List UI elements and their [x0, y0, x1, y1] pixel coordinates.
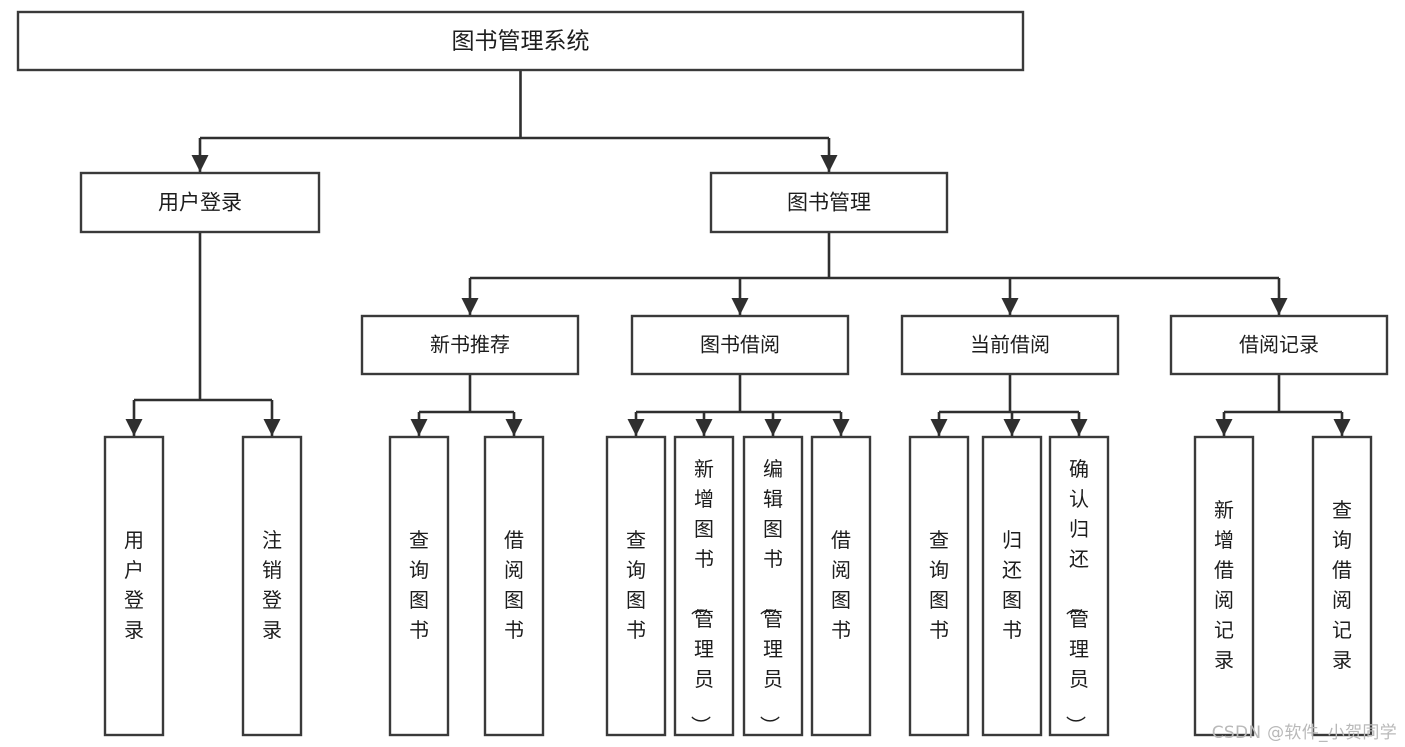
arrow-to-leaf-user-login — [125, 419, 143, 436]
node-new-book-recommend[interactable]: 新书推荐 — [360, 314, 580, 376]
node-root[interactable]: 图书管理系统 — [16, 10, 1025, 72]
node-book-manage[interactable]: 图书管理 — [709, 171, 949, 234]
node-box — [103, 435, 165, 737]
node-label: 查询图书 — [626, 528, 646, 642]
node-leaf-add-book[interactable]: 新增图书（管理员） — [673, 435, 735, 737]
node-label: 新增借阅记录 — [1214, 498, 1234, 672]
node-leaf-edit-book[interactable]: 编辑图书（管理员） — [742, 435, 804, 737]
node-box — [79, 171, 321, 234]
node-leaf-borrow-book-recommend[interactable]: 借阅图书 — [483, 435, 545, 737]
node-box — [1193, 435, 1255, 737]
node-label: 归还图书 — [1002, 528, 1022, 642]
node-label: 图书管理系统 — [452, 29, 590, 55]
node-leaf-add-borrow-record[interactable]: 新增借阅记录 — [1193, 435, 1255, 737]
node-label: 查询图书 — [409, 528, 429, 642]
node-label: 查询借阅记录 — [1332, 498, 1352, 672]
node-leaf-return-book[interactable]: 归还图书 — [981, 435, 1043, 737]
node-borrow-record[interactable]: 借阅记录 — [1169, 314, 1389, 376]
node-label: 确认归还（管理员） — [1064, 457, 1089, 736]
node-box — [1169, 314, 1389, 376]
arrow-to-current-borrow — [1001, 298, 1019, 315]
node-leaf-user-login[interactable]: 用户登录 — [103, 435, 165, 737]
arrow-to-leaf-add-book — [695, 419, 713, 436]
node-box — [630, 314, 850, 376]
node-leaf-query-book-recommend[interactable]: 查询图书 — [388, 435, 450, 737]
node-leaf-confirm-return[interactable]: 确认归还（管理员） — [1048, 435, 1110, 737]
node-label: 新增图书（管理员） — [689, 457, 714, 736]
arrow-to-book-manage — [820, 155, 838, 172]
node-box — [810, 435, 872, 737]
node-leaf-query-borrow-record[interactable]: 查询借阅记录 — [1311, 435, 1373, 737]
node-user-login[interactable]: 用户登录 — [79, 171, 321, 234]
node-label: 借阅图书 — [504, 528, 524, 642]
arrow-to-book-borrow — [731, 298, 749, 315]
node-label: 查询图书 — [929, 528, 949, 642]
node-leaf-query-book-current[interactable]: 查询图书 — [908, 435, 970, 737]
node-layer: 图书管理系统用户登录图书管理新书推荐图书借阅当前借阅借阅记录用户登录注销登录查询… — [16, 10, 1389, 737]
node-book-borrow[interactable]: 图书借阅 — [630, 314, 850, 376]
arrow-to-leaf-query-borrow-record — [1333, 419, 1351, 436]
node-label: 用户登录 — [124, 528, 144, 642]
node-label: 借阅记录 — [1239, 333, 1319, 357]
node-box — [483, 435, 545, 737]
node-label: 注销登录 — [262, 528, 282, 642]
node-box — [1311, 435, 1373, 737]
node-box — [605, 435, 667, 737]
node-box — [709, 171, 949, 234]
node-box — [1048, 435, 1110, 737]
arrow-to-leaf-query-book-current — [930, 419, 948, 436]
arrow-to-leaf-confirm-return — [1070, 419, 1088, 436]
node-leaf-borrow-book[interactable]: 借阅图书 — [810, 435, 872, 737]
node-label: 借阅图书 — [831, 528, 851, 642]
arrow-to-leaf-query-book-borrow — [627, 419, 645, 436]
node-current-borrow[interactable]: 当前借阅 — [900, 314, 1120, 376]
node-box — [241, 435, 303, 737]
node-label: 编辑图书（管理员） — [758, 457, 783, 736]
node-label: 图书借阅 — [700, 333, 780, 357]
arrow-to-leaf-borrow-book — [832, 419, 850, 436]
arrow-to-new-book-recommend — [461, 298, 479, 315]
node-box — [742, 435, 804, 737]
node-box — [360, 314, 580, 376]
node-box — [981, 435, 1043, 737]
arrow-to-leaf-edit-book — [764, 419, 782, 436]
node-box — [673, 435, 735, 737]
node-leaf-query-book-borrow[interactable]: 查询图书 — [605, 435, 667, 737]
node-box — [900, 314, 1120, 376]
node-box — [388, 435, 450, 737]
arrow-to-leaf-query-book-recommend — [410, 419, 428, 436]
arrow-to-leaf-borrow-book-recommend — [505, 419, 523, 436]
arrow-to-leaf-logout — [263, 419, 281, 436]
node-leaf-logout[interactable]: 注销登录 — [241, 435, 303, 737]
arrow-to-user-login — [191, 155, 209, 172]
arrow-to-leaf-return-book — [1003, 419, 1021, 436]
node-label: 当前借阅 — [970, 333, 1050, 357]
node-box — [16, 10, 1025, 72]
arrow-to-leaf-add-borrow-record — [1215, 419, 1233, 436]
node-label: 新书推荐 — [430, 333, 510, 357]
node-label: 用户登录 — [158, 191, 242, 215]
node-label: 图书管理 — [787, 191, 871, 215]
connector-layer — [125, 70, 1351, 436]
arrow-to-borrow-record — [1270, 298, 1288, 315]
node-box — [908, 435, 970, 737]
